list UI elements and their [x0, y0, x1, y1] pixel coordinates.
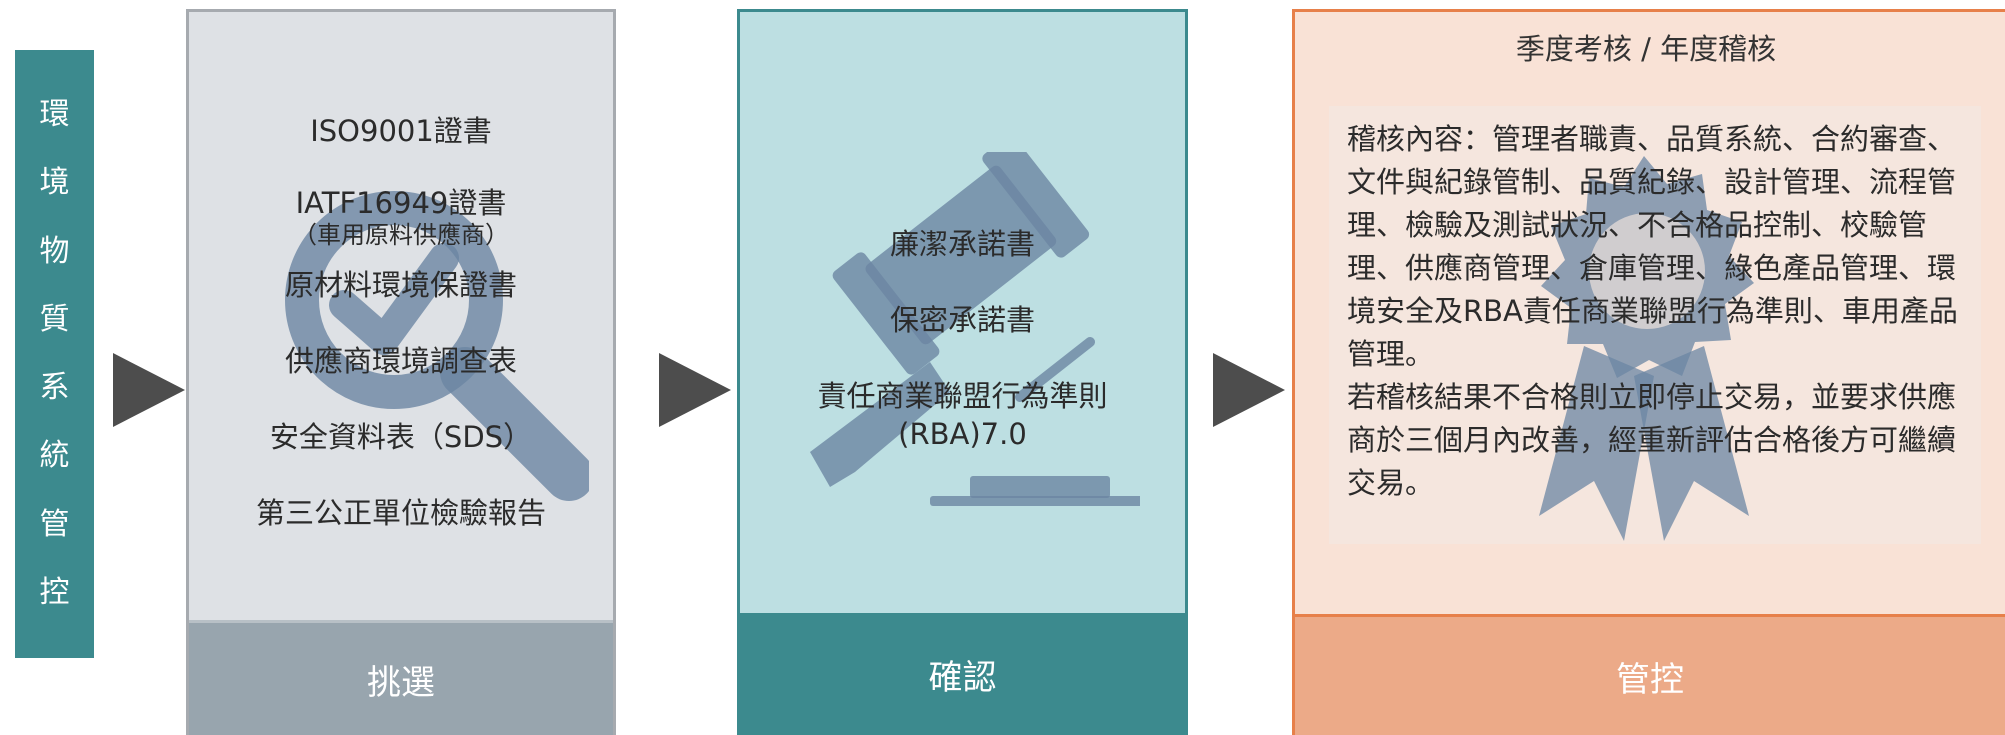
- arrow-right-icon: [113, 353, 185, 427]
- title-char: 統: [39, 438, 70, 474]
- document-item: ISO9001證書: [310, 112, 492, 150]
- arrow-right-icon: [1213, 353, 1285, 427]
- document-label: 供應商環境調查表: [284, 344, 517, 378]
- document-note: （車用原料供應商）: [293, 221, 509, 249]
- document-label: 原材料環境保證書: [284, 268, 517, 302]
- document-item: 安全資料表（SDS）: [270, 418, 532, 456]
- title-char: 質: [39, 301, 70, 337]
- document-label: 第三公正單位檢驗報告: [255, 496, 546, 530]
- title-char: 環: [39, 97, 70, 133]
- commitment-list: 廉潔承諾書 保密承諾書 責任商業聯盟行為準則 (RBA)7.0: [740, 225, 1185, 453]
- vertical-title: 環 境 物 質 系 統 管 控: [15, 50, 94, 658]
- document-item: 供應商環境調查表: [285, 342, 517, 380]
- commitment-item: 保密承諾書: [889, 303, 1035, 337]
- title-char: 物: [39, 233, 70, 269]
- title-char: 系: [39, 370, 70, 406]
- arrow-right-icon: [659, 353, 731, 427]
- audit-content-box: 稽核內容：管理者職責、品質系統、合約審查、文件與紀錄管制、品質紀錄、設計管理、流…: [1329, 106, 1981, 544]
- select-panel: ISO9001證書 IATF16949證書 （車用原料供應商） 原材料環境保證書…: [186, 9, 616, 735]
- title-char: 控: [39, 574, 70, 610]
- audit-result-paragraph: 若稽核結果不合格則立即停止交易，並要求供應商於三個月內改善，經重新評估合格後方可…: [1347, 380, 1957, 500]
- document-label: ISO9001證書: [310, 114, 492, 148]
- confirm-panel: 廉潔承諾書 保密承諾書 責任商業聯盟行為準則 (RBA)7.0 確認: [737, 9, 1188, 735]
- step-label-confirm: 確認: [740, 613, 1185, 735]
- title-char: 境: [39, 165, 70, 201]
- document-item: 原材料環境保證書: [285, 266, 517, 304]
- commitment-item: 廉潔承諾書: [889, 227, 1035, 261]
- document-item: IATF16949證書 （車用原料供應商）: [293, 184, 509, 248]
- document-list: ISO9001證書 IATF16949證書 （車用原料供應商） 原材料環境保證書…: [189, 112, 613, 532]
- step-label-control: 管控: [1295, 614, 2005, 735]
- control-panel: 季度考核 / 年度稽核 稽核內容：管理者職責、品質系統、合約審查、文件與紀錄管制…: [1292, 9, 2005, 735]
- title-char: 管: [39, 506, 70, 542]
- document-item: 第三公正單位檢驗報告: [256, 494, 546, 532]
- document-label: 安全資料表（SDS）: [269, 420, 533, 454]
- commitment-item: 責任商業聯盟行為準則 (RBA)7.0: [817, 379, 1108, 451]
- audit-heading: 季度考核 / 年度稽核: [1515, 32, 1777, 66]
- step-label-select: 挑選: [189, 620, 613, 735]
- audit-items-paragraph: 稽核內容：管理者職責、品質系統、合約審查、文件與紀錄管制、品質紀錄、設計管理、流…: [1347, 122, 1958, 371]
- document-label: IATF16949證書: [295, 186, 507, 220]
